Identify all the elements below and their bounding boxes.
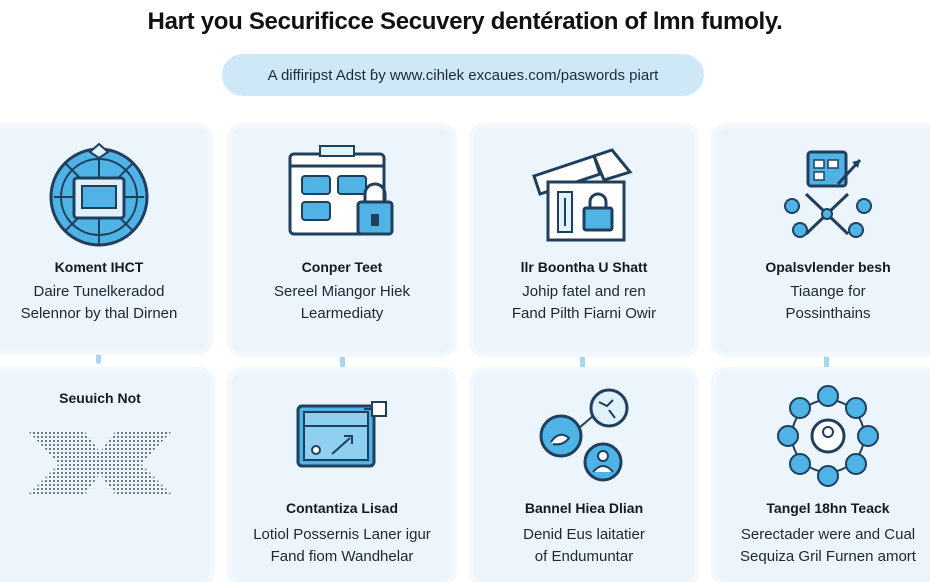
card-desc-line: Possinthains <box>785 305 871 322</box>
card-desc-line: Sereel Miangor Hiek <box>274 283 410 300</box>
card-5: Contantiza Lisad Lotiol Possernis Laner … <box>232 372 452 582</box>
card-desc-line: Lotiol Possernis Laner igur <box>253 526 431 543</box>
person-nodes-icon <box>539 388 629 482</box>
card-title: Contantiza Lisad <box>285 500 398 516</box>
card-title: Seuuich Not <box>59 390 141 406</box>
card-desc-line: Learmediaty <box>300 305 384 322</box>
card-desc-line: Fand Pilth Fiarni Owir <box>511 305 657 322</box>
shield-chip-icon <box>49 142 149 247</box>
card-0: Koment IHCT Daire Tunelkeradod Selennor … <box>0 128 208 350</box>
control-panel-icon <box>296 401 387 468</box>
card-desc-line: Sequiza Gril Furnen amort <box>740 548 916 565</box>
card-1: Conper Teet Sereel Miangor Hiek Learmedi… <box>232 128 452 352</box>
card-desc-line: Fand fiom Wandhelar <box>270 548 414 565</box>
connector <box>824 340 829 370</box>
card-title: Conper Teet <box>301 259 383 275</box>
safe-lock-icon <box>288 145 394 236</box>
network-tree-icon <box>784 150 872 238</box>
card-title: Opalsvlender besh <box>765 259 891 275</box>
source-banner[interactable]: A diffiripst Adst ɓy www.cihlek excaues.… <box>222 54 704 96</box>
card-6: Bannel Hiea Dlian Denid Eus laitatier of… <box>474 372 694 582</box>
card-title: llr Boontha U Shatt <box>520 259 648 275</box>
card-2: llr Boontha U Shatt Johip fatel and ren … <box>474 128 694 352</box>
card-desc-line: Johip fatel and ren <box>522 283 646 300</box>
card-desc-line: Serectader were and Cual <box>740 526 916 543</box>
circuit-mesh-icon <box>29 432 171 494</box>
card-4: Seuuich Not <box>0 372 210 582</box>
locked-box-icon <box>532 148 633 242</box>
connector <box>580 340 585 370</box>
connector <box>340 338 345 368</box>
card-desc-line: Selennor by thal Dirnen <box>20 305 178 322</box>
page-title: Hart you Securificce Secuvery dentératio… <box>147 8 783 35</box>
card-7: Tangel 18hn Teack Serectader were and Cu… <box>716 372 930 582</box>
card-title: Bannel Hiea Dlian <box>524 500 644 516</box>
card-desc-line: of Endumuntar <box>534 548 634 565</box>
card-desc-line: Denid Eus laitatier <box>523 526 645 543</box>
card-title: Koment IHCT <box>54 259 144 275</box>
hub-ring-icon <box>777 385 879 487</box>
card-desc-line: Daire Tunelkeradod <box>33 283 165 300</box>
card-desc-line: Tiaange for <box>790 283 866 300</box>
card-3: Opalsvlender besh Tiaange for Possinthai… <box>716 128 930 352</box>
card-title: Tangel 18hn Teack <box>766 500 890 516</box>
